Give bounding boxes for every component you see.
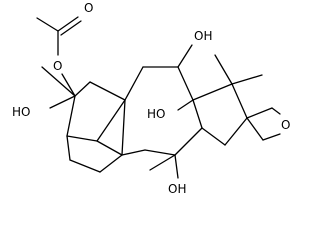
bond-left-ring-3 (99, 154, 123, 173)
bond-gem-methyl-1 (214, 54, 233, 85)
label-oh-left: HO (12, 105, 30, 119)
structure-svg: O O HO OH HO OH O (12, 1, 290, 196)
bonds (36, 16, 281, 179)
bond-five-4 (201, 127, 226, 146)
label-oh-center: HO (147, 107, 165, 121)
bond-methyl-acyl (36, 17, 59, 32)
bond-c-oh-left (49, 95, 76, 109)
molecule-diagram: O O HO OH HO OH O (12, 1, 290, 196)
label-o-ester: O (53, 59, 62, 73)
bond-seven-1 (124, 66, 144, 101)
bond-carbonyl-1 (57, 16, 79, 32)
bond-seven-4 (192, 99, 203, 129)
label-oh-top-right: OH (194, 29, 212, 43)
bond-five-3 (224, 117, 248, 146)
bond-five-1 (192, 83, 233, 101)
label-o-epoxide: O (281, 118, 290, 132)
bond-left-ring-1 (66, 135, 71, 161)
bond-carbonyl-2 (60, 20, 82, 36)
bond-seven-7 (121, 149, 146, 156)
bond-epoxide-1 (246, 107, 273, 119)
bond-cage-1 (66, 135, 98, 142)
bond-left-ring-2 (69, 159, 101, 173)
bond-methyl-left (41, 66, 76, 97)
label-o-carbonyl: O (84, 1, 93, 15)
bond-five-2 (231, 83, 248, 119)
label-oh-bottom: OH (168, 182, 186, 196)
bond-seven-6 (144, 149, 176, 156)
bond-oxygen-carbon (61, 73, 76, 97)
bond-bridge-b (89, 81, 126, 101)
bond-seven-3 (177, 66, 194, 101)
bond-epoxide-3 (246, 117, 264, 141)
bond-bridge-a (74, 81, 91, 97)
bond-methyl-bottom (149, 154, 176, 171)
bond-to-oh-center (177, 99, 194, 111)
atom-labels: O O HO OH HO OH O (12, 1, 290, 196)
bond-gem-methyl-2 (231, 74, 263, 85)
bond-left-down (66, 95, 76, 137)
bond-seven-5 (174, 127, 203, 156)
bond-cage-3 (96, 99, 126, 142)
bond-left-ring-4 (121, 99, 126, 156)
bond-cage-2 (96, 140, 123, 156)
bond-epoxide-2 (271, 107, 281, 115)
bond-to-oh-bottom (174, 154, 179, 179)
bond-epoxide-4 (262, 133, 281, 141)
bond-to-oh-top (177, 44, 193, 68)
